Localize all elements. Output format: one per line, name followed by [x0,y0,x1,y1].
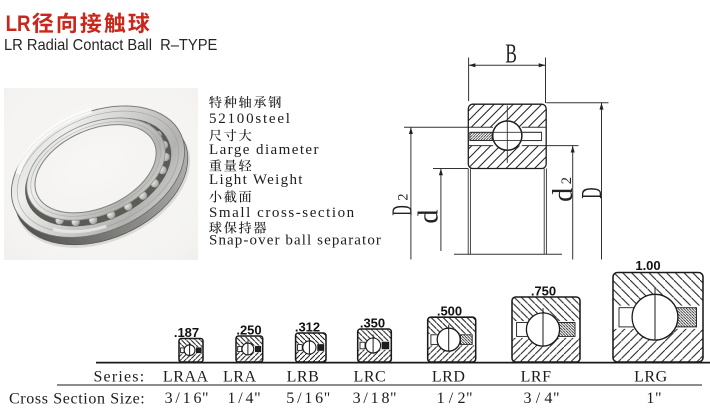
svg-text:5/16": 5/16" [286,390,333,407]
svg-text:1/2": 1/2" [437,390,477,407]
svg-text:1/4": 1/4" [227,390,263,407]
svg-text:Small cross-section: Small cross-section [209,205,356,221]
svg-text:3/4": 3/4" [524,390,564,407]
svg-text:LRC: LRC [354,368,387,385]
svg-text:LR: LR [6,13,31,37]
svg-text:3/16": 3/16" [165,390,212,407]
svg-text:.750: .750 [531,284,556,299]
svg-text:Light Weight: Light Weight [209,172,304,188]
svg-text:.350: .350 [360,316,385,331]
svg-text:D: D [576,187,607,198]
svg-text:LRF: LRF [521,368,552,385]
svg-text:LRB: LRB [287,368,320,385]
svg-text:Series:: Series: [93,368,145,385]
svg-text:LRG: LRG [634,368,668,385]
svg-text:52100steel: 52100steel [209,111,292,127]
svg-text:2: 2 [559,177,575,184]
svg-text:.187: .187 [174,325,199,340]
svg-text:Snap-over ball separator: Snap-over ball separator [209,233,382,249]
svg-text:.500: .500 [437,304,462,319]
svg-text:3/18": 3/18" [353,390,400,407]
svg-text:d: d [548,188,579,202]
svg-text:LRA: LRA [223,368,257,385]
svg-text:LRD: LRD [432,368,466,385]
svg-text:1.00: 1.00 [635,258,660,273]
svg-text:Large diameter: Large diameter [209,142,320,158]
svg-text:.312: .312 [295,320,320,335]
svg-text:2: 2 [396,194,412,201]
svg-text:D: D [386,205,418,215]
svg-text:LRAA: LRAA [163,368,209,385]
svg-text:.250: .250 [236,323,261,338]
svg-text:1": 1" [646,390,666,407]
svg-text:B: B [505,39,517,69]
svg-text:Cross Section Size:: Cross Section Size: [9,390,145,407]
svg-text:LR Radial Contact Ball R–TYPE: LR Radial Contact Ball R–TYPE [4,37,217,55]
svg-text:d: d [414,210,445,224]
